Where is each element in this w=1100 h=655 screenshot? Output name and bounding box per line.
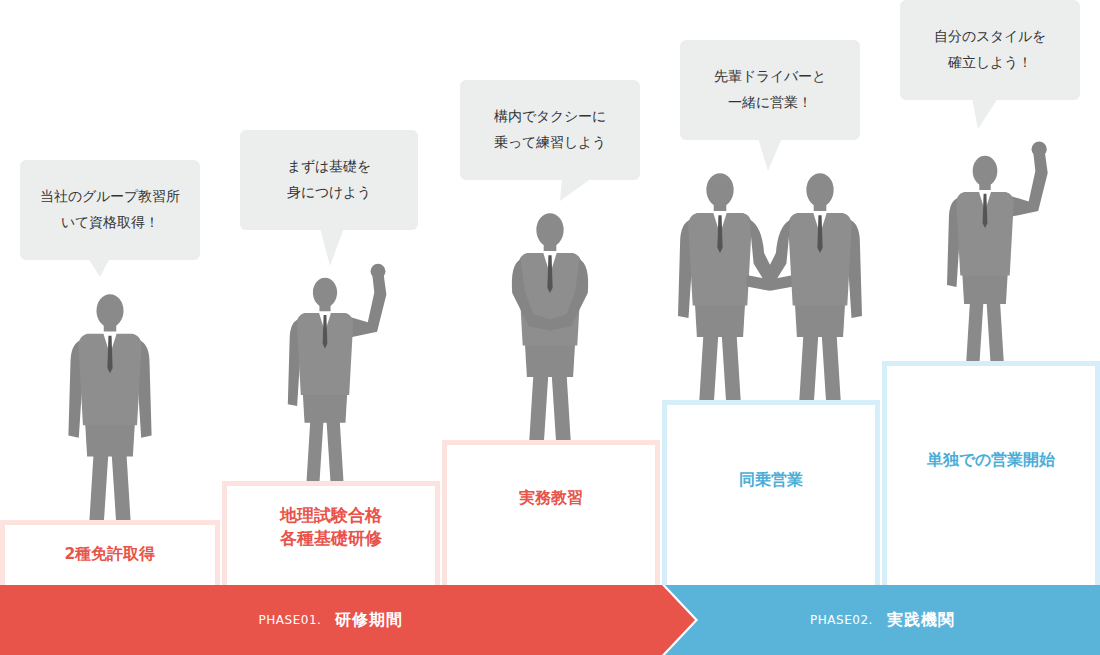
phase-band: PHASE01. 研修期間 bbox=[0, 585, 697, 655]
speech-bubble: まずは基礎を 身につけよう bbox=[240, 130, 418, 230]
phase-number: PHASE01. bbox=[259, 613, 322, 627]
step-box: 2種免許取得 bbox=[0, 520, 220, 585]
step-label: 地理試験合格 各種基礎研修 bbox=[276, 504, 387, 550]
step-box: 単独での営業開始 bbox=[882, 361, 1100, 585]
phase-arrow bbox=[665, 585, 1100, 655]
person-2 bbox=[288, 264, 387, 489]
step-label: 同乗営業 bbox=[667, 469, 875, 492]
phase-number: PHASE02. bbox=[810, 613, 873, 627]
speech-bubble: 当社のグループ教習所 いて資格取得！ bbox=[20, 160, 200, 260]
phase-title: 研修期間 bbox=[335, 610, 403, 631]
step-label: 単独での営業開始 bbox=[887, 449, 1095, 472]
speech-bubble: 自分のスタイルを 確立しよう！ bbox=[900, 0, 1080, 100]
bubble-text: 先輩ドライバーと 一緒に営業！ bbox=[711, 64, 830, 116]
person-5 bbox=[947, 142, 1048, 372]
speech-bubble: 構内でタクシーに 乗って練習しよう bbox=[460, 80, 640, 180]
speech-bubble: 先輩ドライバーと 一緒に営業！ bbox=[680, 40, 860, 140]
phase-title: 実践機関 bbox=[887, 610, 955, 631]
bubble-text: まずは基礎を 身につけよう bbox=[284, 154, 375, 206]
person-4b bbox=[747, 173, 863, 411]
step-label: 2種免許取得 bbox=[5, 543, 215, 566]
person-3 bbox=[512, 213, 588, 451]
phase-band: PHASE02. 実践機関 bbox=[665, 585, 1100, 655]
step-box: 実務教習 bbox=[442, 440, 660, 585]
step-box: 同乗営業 bbox=[662, 400, 880, 585]
bubble-text: 自分のスタイルを 確立しよう！ bbox=[931, 24, 1050, 76]
step-box: 地理試験合格 各種基礎研修 bbox=[222, 481, 440, 585]
person-4a bbox=[678, 173, 794, 411]
step-label: 実務教習 bbox=[447, 487, 655, 510]
person-1 bbox=[68, 294, 151, 530]
bubble-text: 当社のグループ教習所 いて資格取得！ bbox=[37, 184, 184, 236]
bubble-text: 構内でタクシーに 乗って練習しよう bbox=[491, 104, 610, 156]
